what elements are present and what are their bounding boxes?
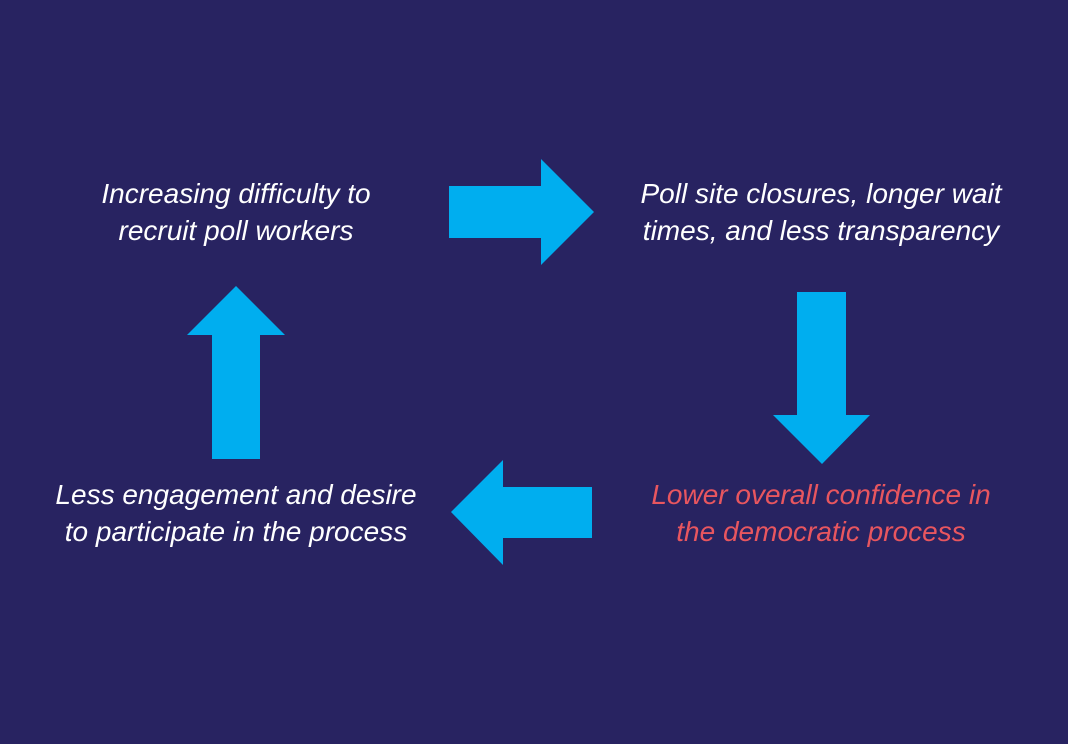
node-text-line: recruit poll workers [118, 215, 354, 246]
node-poll-site-closures: Poll site closures, longer wait times, a… [612, 175, 1030, 249]
node-text-line: to participate in the process [64, 516, 408, 547]
node-text-line: Lower overall confidence in [651, 479, 991, 510]
arrow-down-icon [773, 292, 870, 464]
node-text-line: Less engagement and desire [55, 479, 417, 510]
arrow-left-icon [451, 460, 592, 565]
node-less-engagement: Less engagement and desire to participat… [30, 476, 442, 550]
arrow-up-icon [187, 286, 285, 459]
node-text-line: Poll site closures, longer wait [640, 178, 1002, 209]
node-text-line: the democratic process [676, 516, 966, 547]
node-recruit-difficulty: Increasing difficulty to recruit poll wo… [60, 175, 412, 249]
arrow-right-icon [449, 159, 594, 265]
node-text-line: times, and less transparency [642, 215, 1000, 246]
node-lower-confidence: Lower overall confidence in the democrat… [612, 476, 1030, 550]
node-text-line: Increasing difficulty to [101, 178, 371, 209]
